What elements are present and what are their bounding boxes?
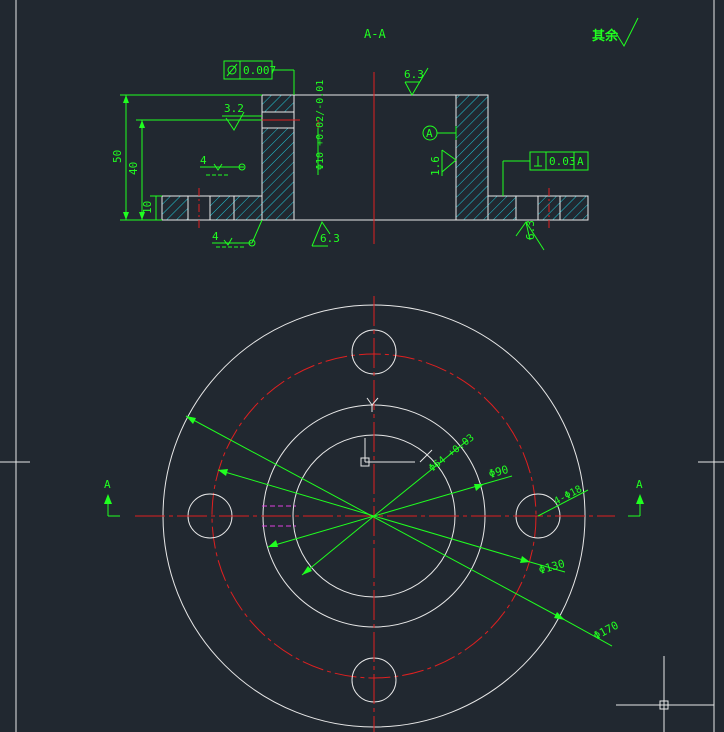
- hatch-right-wall: [455, 94, 489, 221]
- roughness-top-symbol: [404, 67, 429, 97]
- chamfer-upper-symbol: [200, 163, 246, 176]
- cylindricity-value: 0.007: [243, 64, 276, 77]
- chamfer-lower-symbol: [212, 219, 263, 248]
- roughness-bottom-right-symbol: [515, 221, 545, 251]
- hatch-left-top: [261, 94, 295, 113]
- chamfer-upper: 4: [200, 154, 207, 167]
- hatch-left-wall: [261, 127, 295, 221]
- crosshair-cursor: [616, 656, 714, 732]
- hatch-right-hub: [487, 195, 517, 221]
- hatch-left-flange: [161, 195, 189, 221]
- dim-50: 50: [111, 150, 124, 163]
- roughness-bottom-right: 6.3: [524, 220, 537, 240]
- dim-d90: Φ90: [487, 463, 510, 481]
- datum-a-symbol: [422, 125, 457, 141]
- ucs-icon: [360, 397, 433, 467]
- section-marker-right: A: [636, 478, 643, 491]
- roughness-bottom-center-symbol: [311, 220, 331, 247]
- datum-a-label: A: [426, 127, 433, 140]
- section-title: A-A: [364, 27, 386, 41]
- top-view: Φ64 +0.03 Φ90 Φ130 Φ170 4-Φ18 A A: [104, 296, 644, 732]
- dim-shaft: Φ10 +0.02/-0.01: [315, 80, 326, 170]
- dim-d18: 4-Φ18: [552, 484, 584, 508]
- hatch-right-flange: [559, 195, 589, 221]
- hatch-left-mid: [209, 195, 235, 221]
- roughness-top: 6.3: [404, 68, 424, 81]
- dim-d130: Φ130: [537, 557, 566, 577]
- perpendicularity-value: 0.03: [549, 155, 576, 168]
- roughness-note: 其余: [592, 28, 619, 44]
- roughness-note-symbol: [613, 17, 639, 48]
- perpendicularity-datum: A: [577, 155, 584, 168]
- section-marker-left: A: [104, 478, 111, 491]
- dim-d170: Φ170: [591, 619, 621, 643]
- roughness-bore: 1.6: [429, 156, 442, 176]
- hatch-left-hub: [233, 195, 263, 221]
- dim-10: 10: [141, 201, 154, 214]
- roughness-bottom-center: 6.3: [320, 232, 340, 245]
- roughness-counterbore-symbol: [222, 111, 262, 131]
- front-view: 50 40 10 Φ10 +0.02/-0.01 0.007 6.3 3.2: [111, 60, 589, 251]
- roughness-bore-symbol: [441, 149, 457, 176]
- dim-40: 40: [127, 162, 140, 175]
- chamfer-lower: 4: [212, 230, 219, 243]
- roughness-counterbore: 3.2: [224, 102, 244, 115]
- dim-d64: Φ64 +0.03: [427, 432, 476, 474]
